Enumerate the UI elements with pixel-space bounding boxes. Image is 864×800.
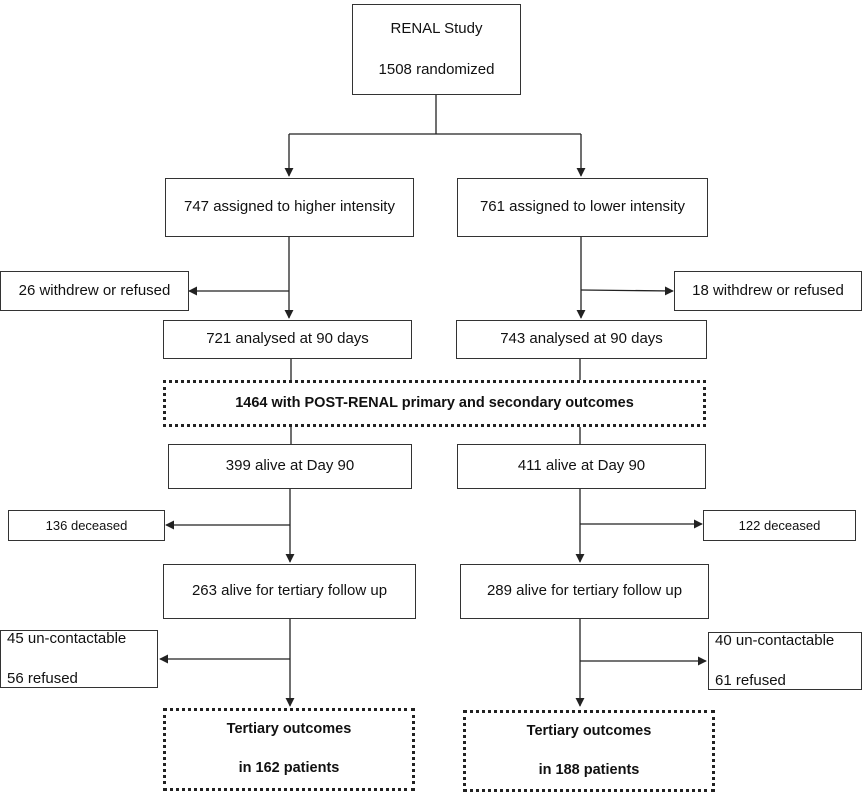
alive-day90-left-text: 399 alive at Day 90 (225, 457, 355, 475)
assigned-lower-text: 761 assigned to lower intensity (479, 198, 686, 216)
tertiary-right-count: in 188 patients (538, 761, 640, 778)
analysed-left-text: 721 analysed at 90 days (206, 330, 369, 348)
box-renal-study: RENAL Study 1508 randomized (352, 4, 521, 95)
box-lost-right: 40 un-contactable 61 refused (708, 632, 862, 690)
box-deceased-left: 136 deceased (8, 510, 165, 541)
box-deceased-right: 122 deceased (703, 510, 856, 541)
tertiary-right-title: Tertiary outcomes (526, 722, 652, 739)
box-analysed-right: 743 analysed at 90 days (456, 320, 707, 359)
assigned-higher-text: 747 assigned to higher intensity (184, 198, 395, 216)
lost-left-refused: 56 refused (7, 670, 78, 688)
box-followup-right: 289 alive for tertiary follow up (460, 564, 709, 619)
box-analysed-left: 721 analysed at 90 days (163, 320, 412, 359)
root-count: 1508 randomized (378, 60, 495, 78)
lost-left-uncontactable: 45 un-contactable (7, 629, 127, 647)
box-alive-day90-right: 411 alive at Day 90 (457, 444, 706, 489)
box-withdrew-left: 26 withdrew or refused (0, 271, 189, 311)
box-combined-outcomes: 1464 with POST-RENAL primary and seconda… (163, 380, 706, 427)
box-assigned-lower: 761 assigned to lower intensity (457, 178, 708, 237)
box-assigned-higher: 747 assigned to higher intensity (165, 178, 414, 237)
deceased-right-text: 122 deceased (738, 517, 821, 533)
deceased-left-text: 136 deceased (45, 517, 128, 533)
withdrew-right-text: 18 withdrew or refused (692, 281, 844, 299)
box-lost-left: 45 un-contactable 56 refused (0, 630, 158, 688)
lost-right-uncontactable: 40 un-contactable (715, 631, 835, 649)
followup-left-text: 263 alive for tertiary follow up (191, 582, 388, 600)
tertiary-left-title: Tertiary outcomes (226, 721, 352, 738)
combined-outcomes-text: 1464 with POST-RENAL primary and seconda… (235, 394, 634, 411)
box-tertiary-left: Tertiary outcomes in 162 patients (163, 708, 415, 791)
box-followup-left: 263 alive for tertiary follow up (163, 564, 416, 619)
followup-right-text: 289 alive for tertiary follow up (486, 582, 683, 600)
box-withdrew-right: 18 withdrew or refused (674, 271, 862, 311)
root-title: RENAL Study (390, 20, 483, 38)
lost-right-refused: 61 refused (715, 672, 786, 690)
withdrew-left-text: 26 withdrew or refused (18, 281, 171, 299)
alive-day90-right-text: 411 alive at Day 90 (517, 457, 646, 475)
arrow-to-withdrew-right (580, 286, 674, 296)
analysed-right-text: 743 analysed at 90 days (500, 330, 663, 348)
tertiary-left-count: in 162 patients (238, 760, 340, 777)
box-tertiary-right: Tertiary outcomes in 188 patients (463, 710, 715, 792)
box-alive-day90-left: 399 alive at Day 90 (168, 444, 412, 489)
